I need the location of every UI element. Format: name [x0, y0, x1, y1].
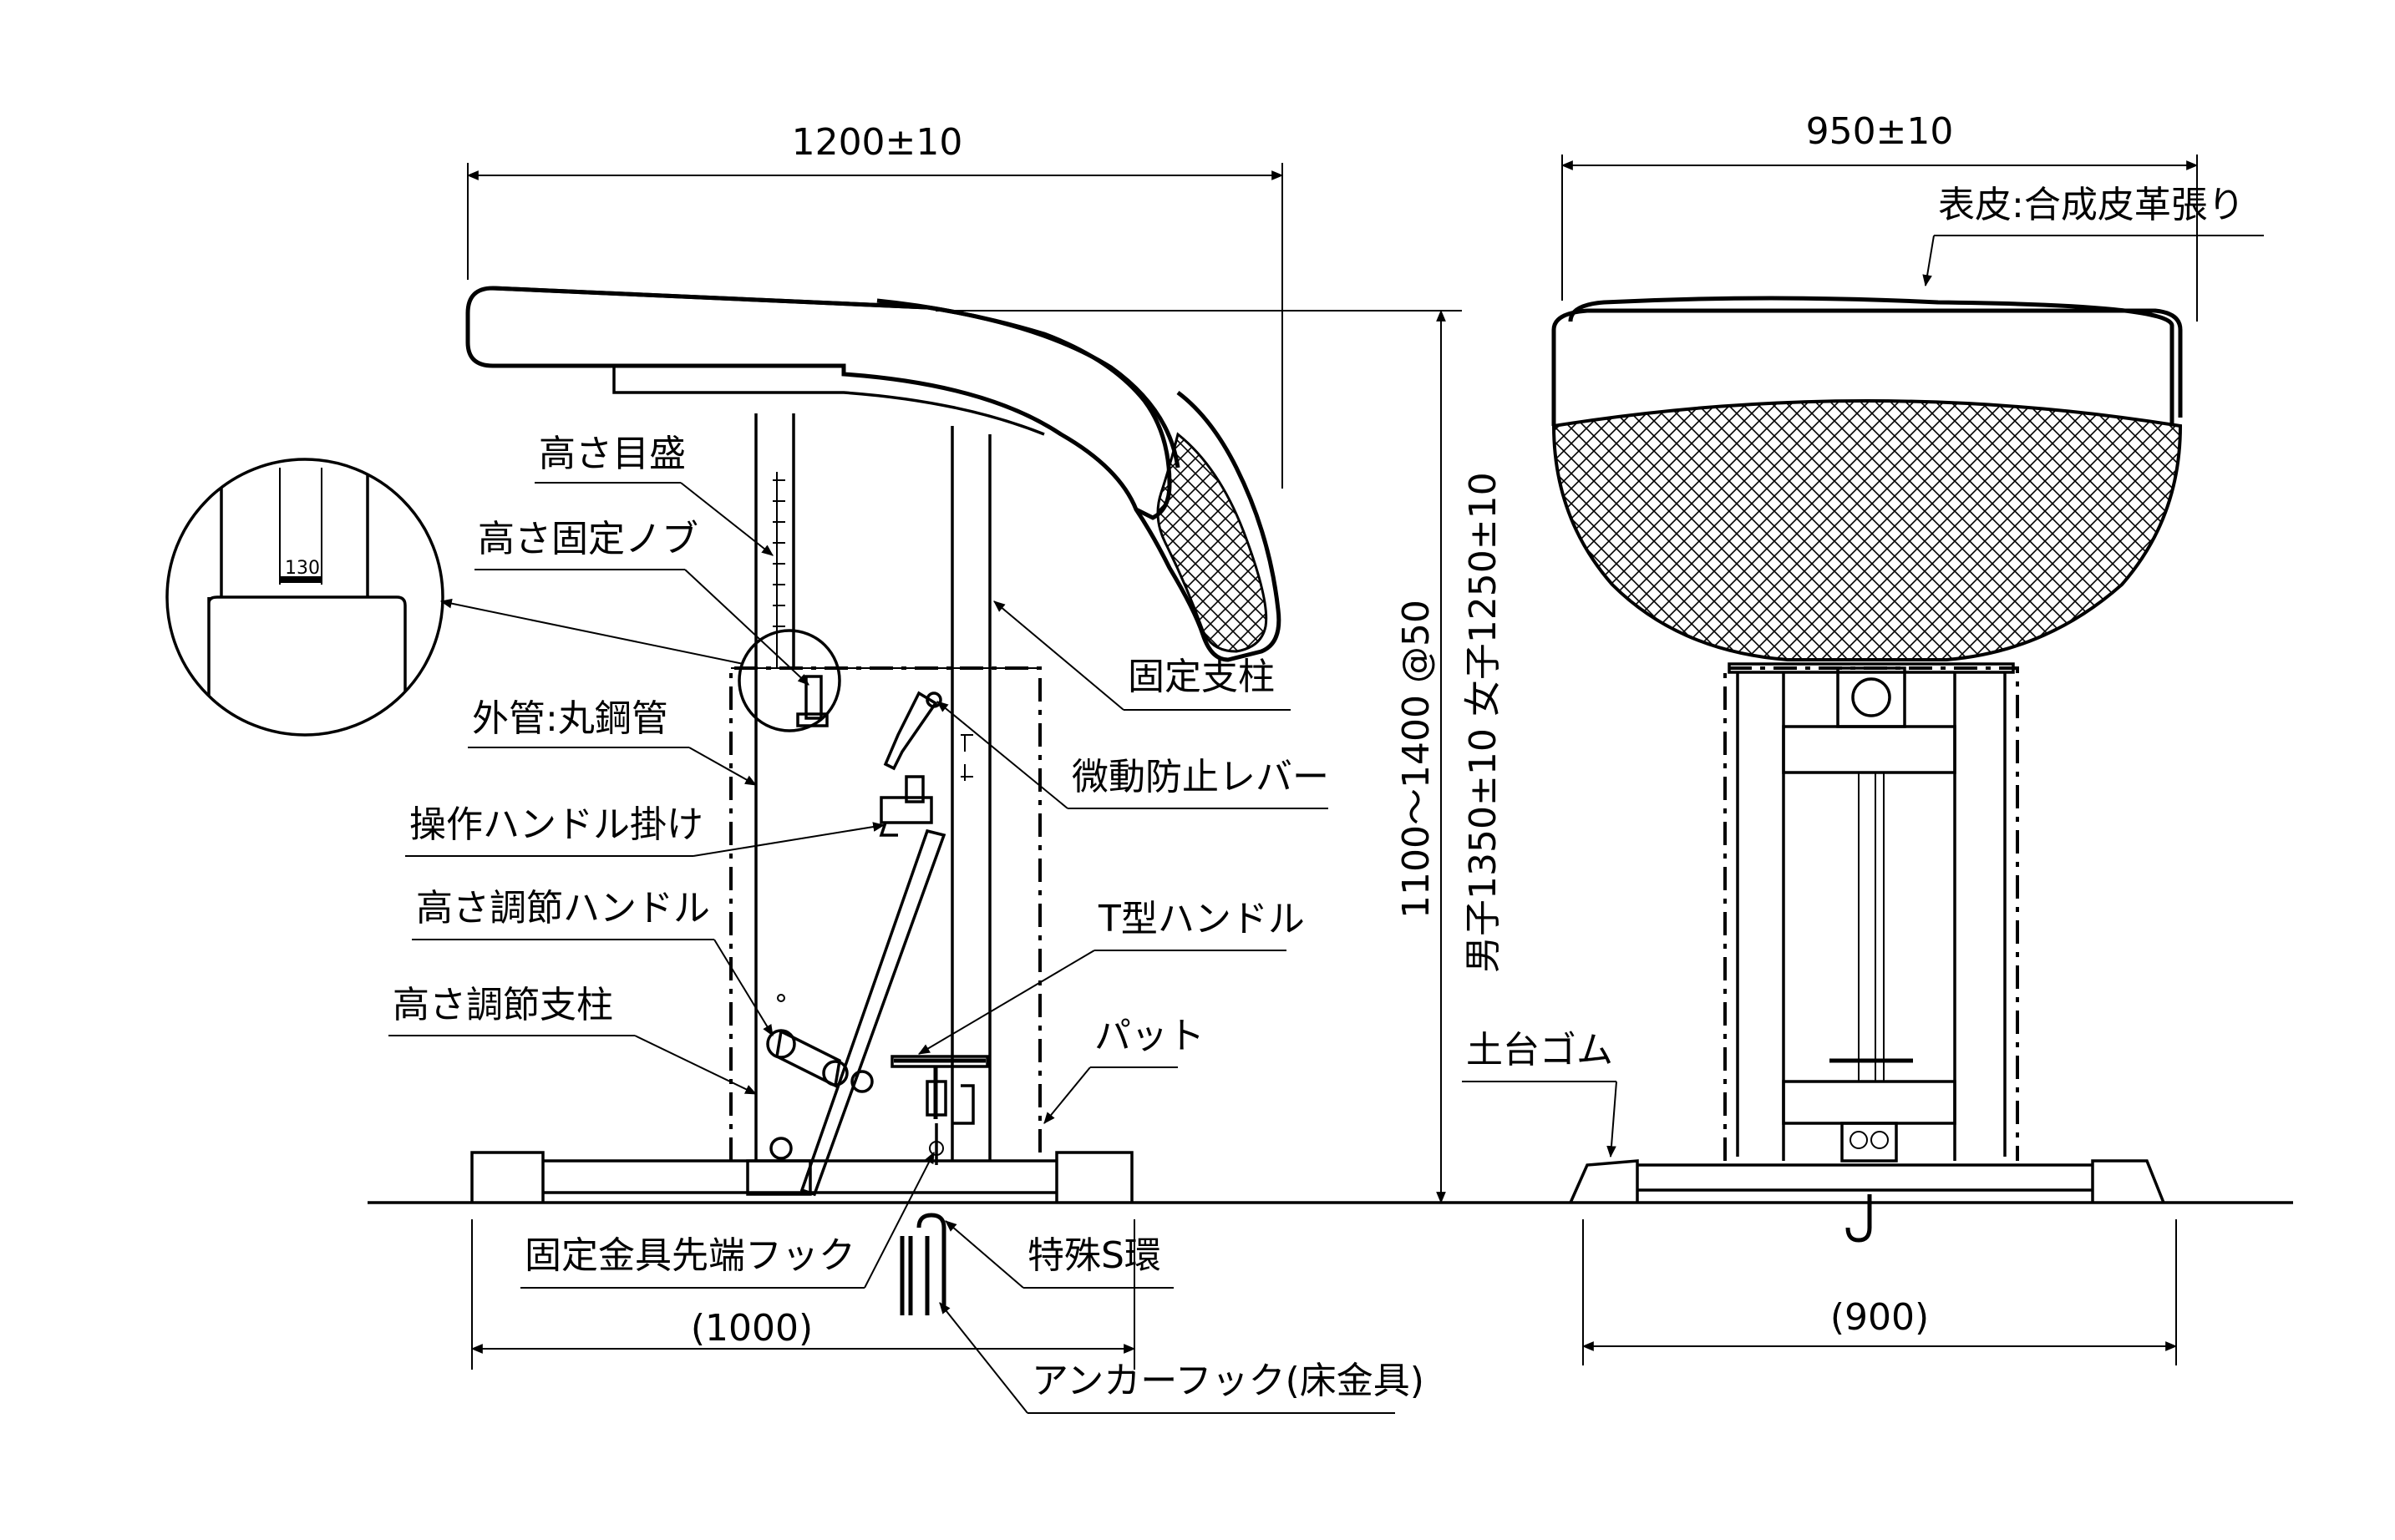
dimensions: 1200±10 950±10 (1000) (900) 1100～1400 @5…: [466, 110, 2199, 1370]
dim-height-range: 1100～1400 @50: [1395, 600, 1438, 919]
label-height-scale: 高さ目盛: [539, 433, 686, 475]
label-special-s-ring: 特殊S環: [1028, 1234, 1161, 1277]
label-t-handle: T型ハンドル: [1098, 898, 1305, 940]
label-outer-tube: 外管:丸鋼管: [472, 697, 668, 740]
dim-base-front: (900): [1830, 1296, 1929, 1339]
label-handle-hanger: 操作ハンドル掛け: [409, 803, 703, 846]
height-scale-ticks: [773, 479, 785, 627]
label-fixed-post: 固定支柱: [1128, 656, 1275, 698]
label-cover: 表皮:合成皮革張り: [1938, 184, 2245, 226]
label-height-adjust-handle: 高さ調節ハンドル: [416, 887, 710, 930]
anti-jiggle-lever: [883, 691, 938, 771]
height-fixing-knob: [804, 675, 823, 720]
side-view: 130: [165, 286, 1281, 1315]
labels: 高さ目盛 高さ固定ノブ 外管:丸鋼管 操作ハンドル掛け 高さ調節ハンドル 高さ調…: [388, 184, 2264, 1414]
label-height-fixing-knob: 高さ固定ノブ: [478, 518, 698, 560]
dim-height-men-women: 男子1350±10 女子1250±10: [1462, 472, 1504, 973]
dim-top-width-front: 950±10: [1806, 110, 1954, 153]
dim-base-side: (1000): [691, 1307, 813, 1350]
detail-circle-large: [165, 458, 444, 737]
side-base-right-foot: [1055, 1151, 1134, 1203]
dim-top-width-side: 1200±10: [792, 121, 963, 164]
side-nose-hatch: [1156, 432, 1268, 653]
side-base-left-foot: [470, 1151, 545, 1203]
front-view: [1551, 296, 2183, 1243]
detail-circle-small: [738, 629, 841, 732]
front-bowl-hatch: [1551, 399, 2183, 661]
label-height-adjust-post: 高さ調節支柱: [393, 984, 613, 1026]
label-anti-jiggle-lever: 微動防止レバー: [1072, 756, 1329, 798]
label-fixing-hook: 固定金具先端フック: [525, 1234, 855, 1277]
label-anchor-hook: アンカーフック(床金具): [1032, 1360, 1424, 1402]
label-pad: パット: [1094, 1015, 1205, 1057]
label-base-rubber: 土台ゴム: [1466, 1029, 1613, 1071]
outer-tube-outline: [729, 666, 1042, 1161]
detail-scale-value: 130: [285, 558, 320, 579]
special-s-ring: [916, 1213, 946, 1311]
height-adjust-handle: [799, 828, 946, 1197]
